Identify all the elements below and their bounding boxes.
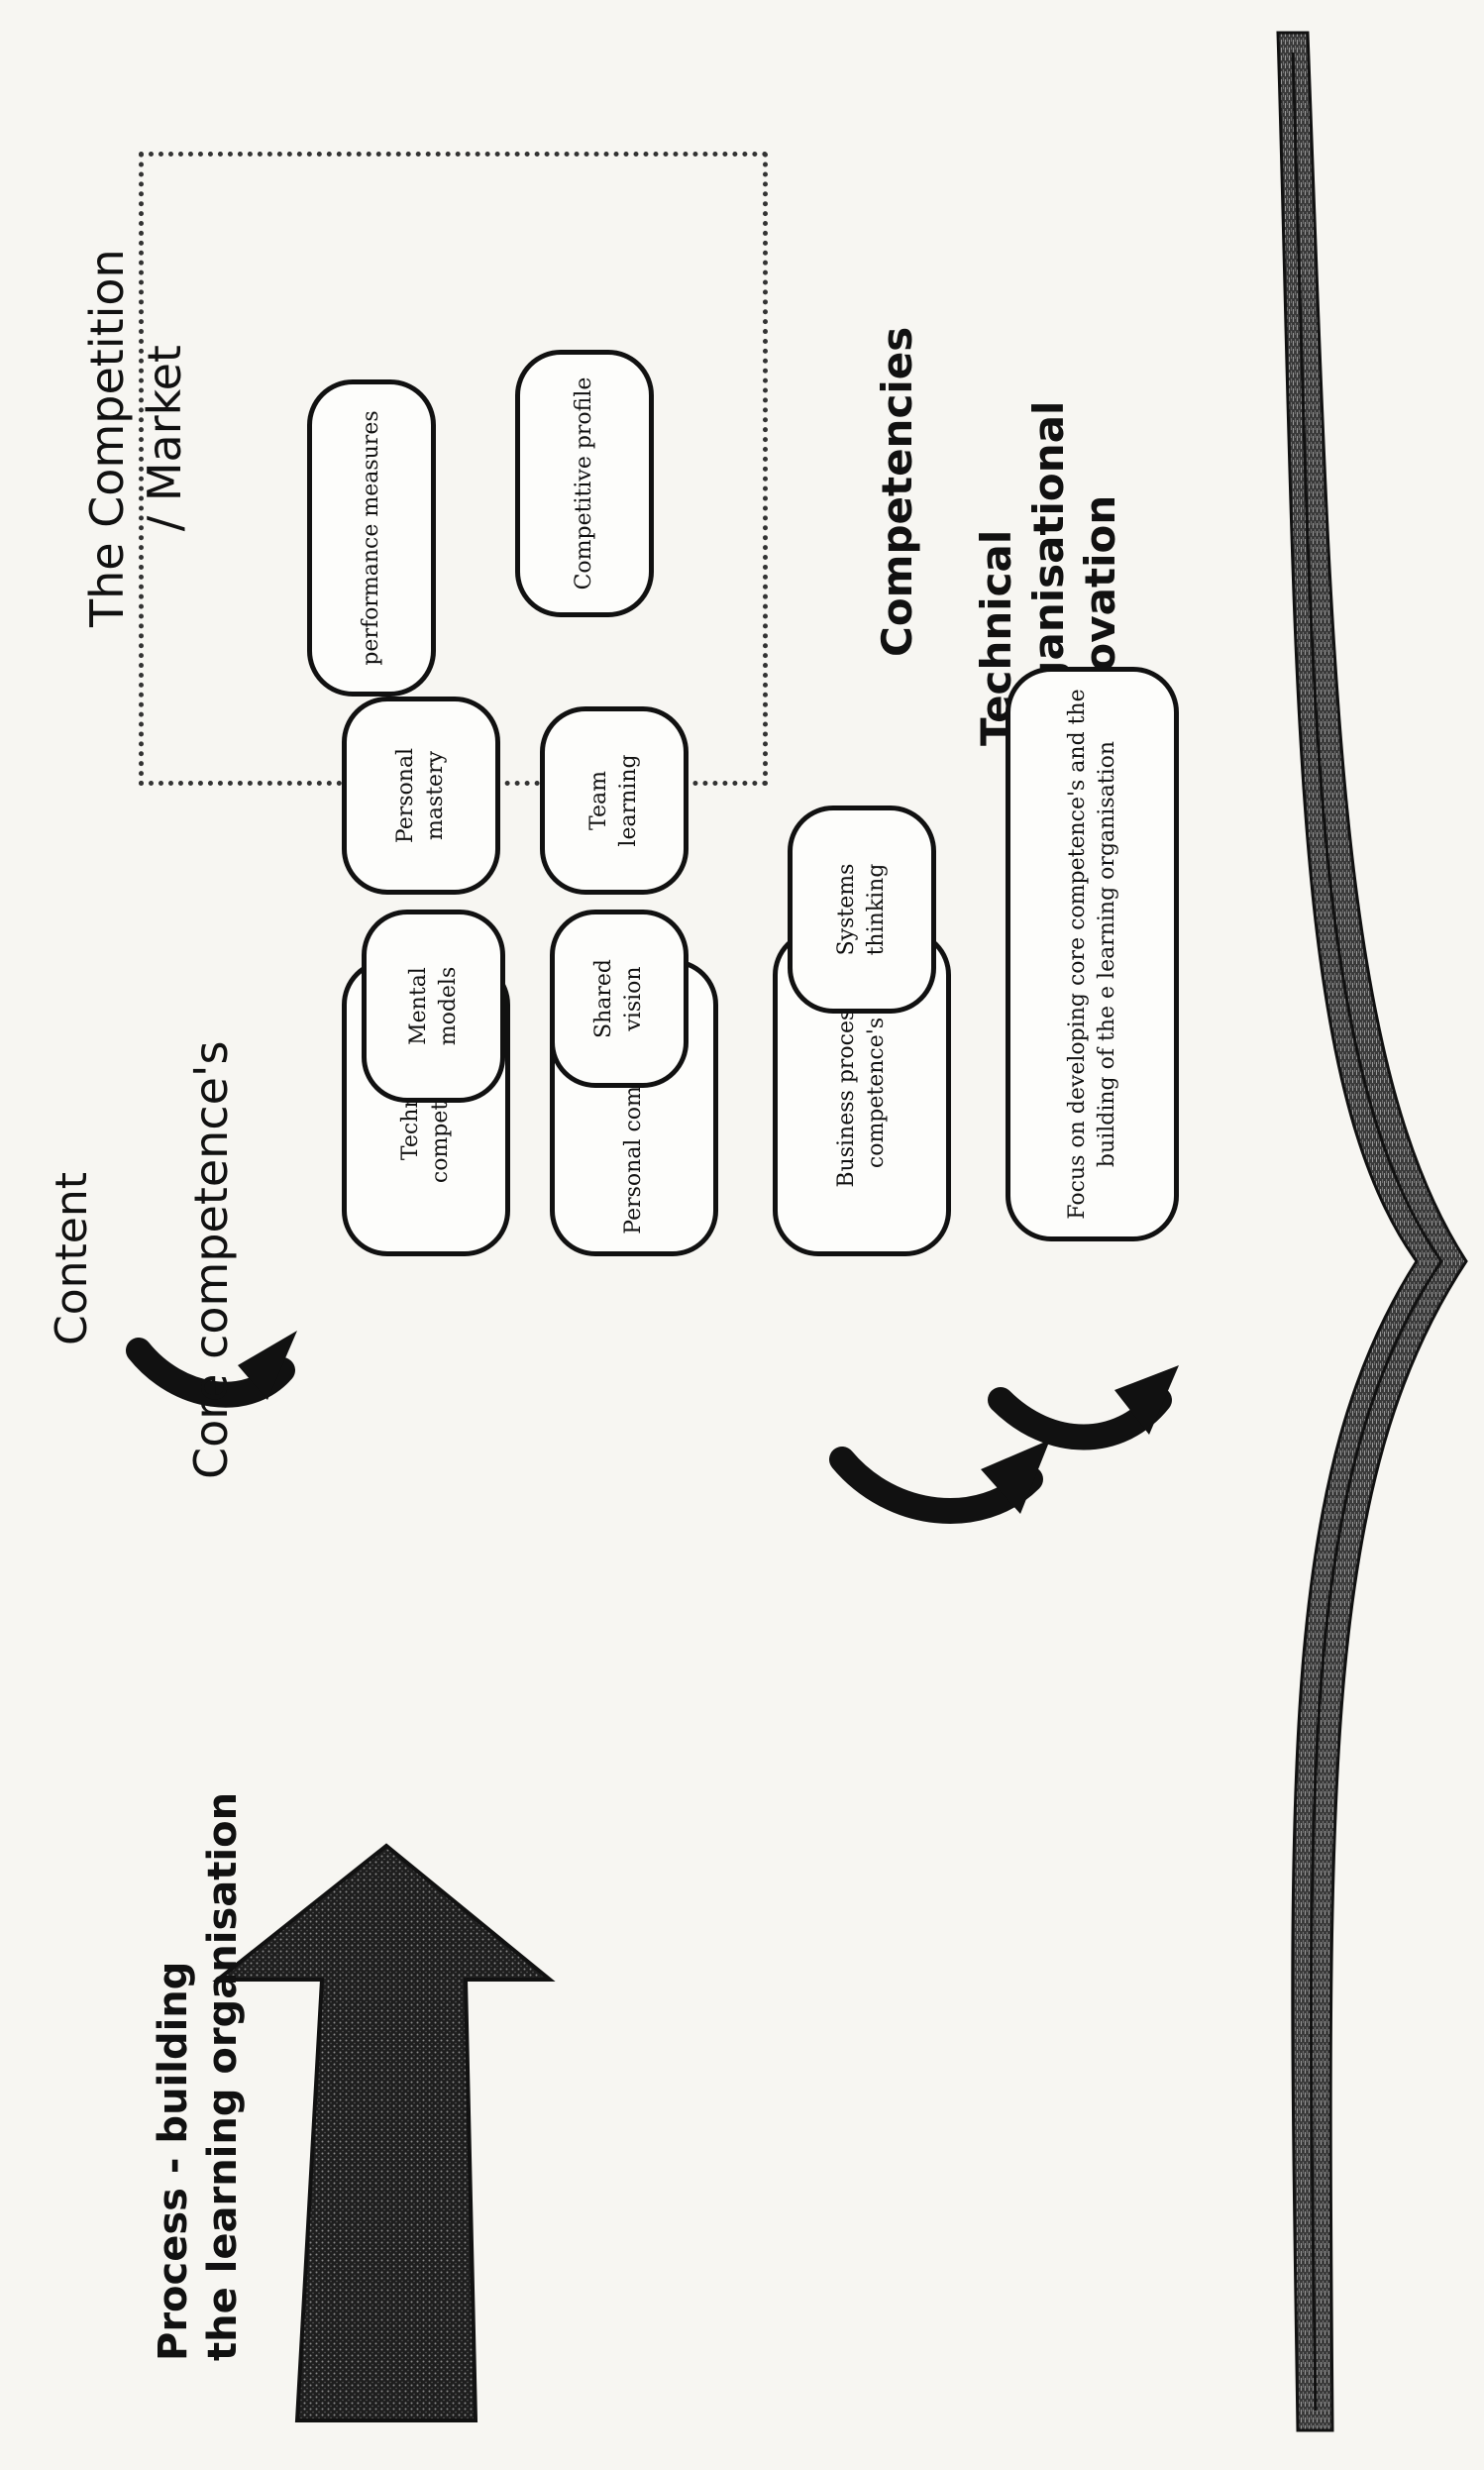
competition-heading-line1: The Competition — [80, 249, 134, 627]
curved-arrow-competencies-1 — [829, 1440, 1050, 1524]
box-focus-core-competences: Focus on developing core competence's an… — [1006, 667, 1179, 1241]
box-performance-measures: performance measures — [307, 379, 436, 697]
process-arrow-body — [212, 1843, 556, 2422]
bracket-shape — [1276, 31, 1468, 2432]
process-heading-line2: the learning organisation — [200, 1791, 246, 2361]
competencies-heading: Competencies — [873, 326, 921, 657]
process-heading: Process - building the learning organisa… — [149, 1792, 248, 2361]
bracket-inner-line — [1291, 52, 1443, 2412]
box-personal-mastery: Personal mastery — [342, 697, 500, 895]
box-mental-models: Mental models — [362, 910, 505, 1103]
box-team-learning: Team learning — [540, 706, 689, 895]
competition-frame — [139, 152, 768, 786]
curved-arrow-competencies-2 — [988, 1365, 1179, 1450]
box-shared-vision: Shared vision — [550, 910, 689, 1088]
core-competences-heading: Core competence's — [184, 1040, 238, 1479]
curved-arrow-core-to-competition — [126, 1331, 297, 1408]
box-competitive-profile: Competitive profile — [515, 350, 654, 617]
content-heading: Content — [47, 1172, 97, 1345]
process-heading-line1: Process - building — [151, 1961, 196, 2361]
box-systems-thinking: Systems thinking — [788, 805, 936, 1014]
